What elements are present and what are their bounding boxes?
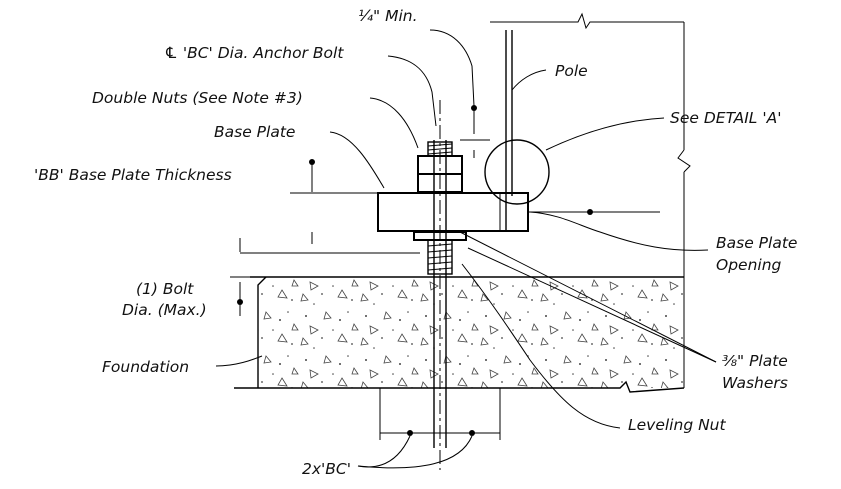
label-two-bc: 2x'BC' <box>302 460 351 478</box>
label-see-detail: See DETAIL 'A' <box>670 109 781 127</box>
centerline-symbol: ℄ <box>164 44 178 62</box>
label-quarter-min: ¼" Min. <box>358 7 418 25</box>
label-pole: Pole <box>555 62 588 80</box>
foundation-block <box>230 276 685 393</box>
label-plate-washers-line2: Washers <box>722 374 788 392</box>
anchor-bolt <box>413 100 467 470</box>
label-anchor-bolt: ℄ 'BC' Dia. Anchor Bolt <box>164 44 344 62</box>
leader-lines <box>215 29 717 469</box>
label-foundation: Foundation <box>102 358 189 376</box>
label-base-plate-opening-line1: Base Plate <box>716 234 797 252</box>
label-double-nuts: Double Nuts (See Note #3) <box>92 89 303 107</box>
label-base-plate-opening-line2: Opening <box>716 256 782 274</box>
anchor-bolt-text: 'BC' Dia. Anchor Bolt <box>183 44 344 62</box>
label-bb-thickness: 'BB' Base Plate Thickness <box>34 166 232 184</box>
pole <box>490 12 691 388</box>
label-bolt-dia-line2: Dia. (Max.) <box>122 301 207 319</box>
label-base-plate: Base Plate <box>214 123 295 141</box>
label-plate-washers-line1: ⅜" Plate <box>722 352 788 370</box>
label-leveling-nut: Leveling Nut <box>628 416 727 434</box>
label-bolt-dia-line1: (1) Bolt <box>136 280 194 298</box>
detail-a-circle <box>484 139 550 205</box>
